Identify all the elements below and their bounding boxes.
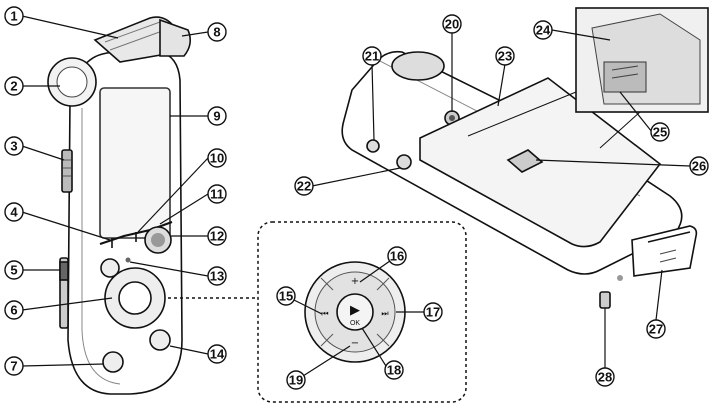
- usb-connector: [631, 225, 698, 277]
- erase-button: [102, 351, 124, 373]
- svg-text:26: 26: [692, 159, 706, 174]
- svg-text:12: 12: [210, 229, 224, 244]
- svg-text:22: 22: [297, 179, 311, 194]
- svg-text:24: 24: [536, 23, 551, 38]
- callouts: 1 2 3 4 5 6 7 8 9 10 11 12 13 14 15 16 1…: [4, 6, 709, 390]
- card-slot: [603, 61, 647, 93]
- callout-19: 19: [286, 370, 306, 390]
- svg-text:4: 4: [10, 205, 18, 220]
- cover-latch: [506, 149, 544, 173]
- svg-text:20: 20: [445, 17, 459, 32]
- leader-lines: [21, 15, 691, 377]
- callout-16: 16: [387, 246, 407, 266]
- stop-button: [100, 258, 120, 278]
- ok-label: OK: [350, 320, 360, 327]
- svg-text:17: 17: [426, 305, 440, 320]
- keypad-zoom: ▶ OK + − ⏮ ⏭: [168, 221, 467, 403]
- callout-27: 27: [646, 319, 666, 339]
- callout-13: 13: [207, 266, 227, 286]
- svg-text:18: 18: [387, 363, 401, 378]
- callout-15: 15: [276, 286, 296, 306]
- callout-1: 1: [4, 6, 24, 26]
- callout-18: 18: [384, 360, 404, 380]
- side-port: [599, 291, 611, 309]
- side-switch: [61, 149, 73, 193]
- svg-text:13: 13: [210, 269, 224, 284]
- callout-21: 21: [362, 46, 382, 66]
- callout-10: 10: [207, 148, 227, 168]
- svg-text:9: 9: [213, 109, 220, 124]
- callout-17: 17: [423, 302, 443, 322]
- fn-button: [149, 329, 171, 351]
- callout-12: 12: [207, 226, 227, 246]
- svg-text:14: 14: [210, 347, 225, 362]
- zoom-frame: [257, 221, 467, 403]
- svg-text:1: 1: [10, 9, 17, 24]
- svg-text:23: 23: [498, 49, 512, 64]
- ear-jack: [396, 154, 412, 170]
- svg-text:28: 28: [598, 370, 612, 385]
- callout-5: 5: [4, 260, 24, 280]
- svg-text:25: 25: [653, 125, 667, 140]
- callout-23: 23: [495, 46, 515, 66]
- play-glyph: ▶: [350, 303, 360, 318]
- callout-26: 26: [689, 156, 709, 176]
- svg-text:21: 21: [365, 49, 379, 64]
- prev-key-glyph: ⏮: [321, 309, 328, 318]
- display-screen: [99, 87, 171, 239]
- svg-text:19: 19: [289, 373, 303, 388]
- svg-text:11: 11: [210, 187, 224, 202]
- mic-jack: [366, 139, 380, 153]
- callout-20: 20: [442, 14, 462, 34]
- callout-9: 9: [207, 106, 227, 126]
- callout-11: 11: [207, 184, 227, 204]
- svg-text:10: 10: [210, 151, 224, 166]
- callout-22: 22: [294, 176, 314, 196]
- ok-button: [336, 293, 374, 331]
- plus-key-glyph: +: [351, 276, 359, 287]
- callout-4: 4: [4, 202, 24, 222]
- callout-8: 8: [207, 22, 227, 42]
- callout-6: 6: [4, 300, 24, 320]
- svg-text:2: 2: [10, 79, 17, 94]
- callout-7: 7: [4, 356, 24, 376]
- svg-text:16: 16: [390, 249, 404, 264]
- minus-key-glyph: −: [351, 338, 359, 349]
- svg-text:6: 6: [10, 303, 17, 318]
- next-key-glyph: ⏭: [381, 309, 388, 318]
- recorder-front: [47, 16, 192, 395]
- callout-25: 25: [650, 122, 670, 142]
- right-mic: [159, 18, 192, 57]
- callout-3: 3: [4, 136, 24, 156]
- svg-text:3: 3: [10, 139, 17, 154]
- recorder-rear: [341, 7, 709, 309]
- callout-24: 24: [533, 20, 553, 40]
- svg-text:27: 27: [649, 322, 663, 337]
- rear-mic: [391, 51, 445, 81]
- callout-14: 14: [207, 344, 227, 364]
- callout-2: 2: [4, 76, 24, 96]
- svg-text:8: 8: [213, 25, 220, 40]
- svg-text:7: 7: [10, 359, 17, 374]
- svg-text:15: 15: [279, 289, 293, 304]
- svg-text:5: 5: [10, 263, 17, 278]
- callout-28: 28: [595, 367, 615, 387]
